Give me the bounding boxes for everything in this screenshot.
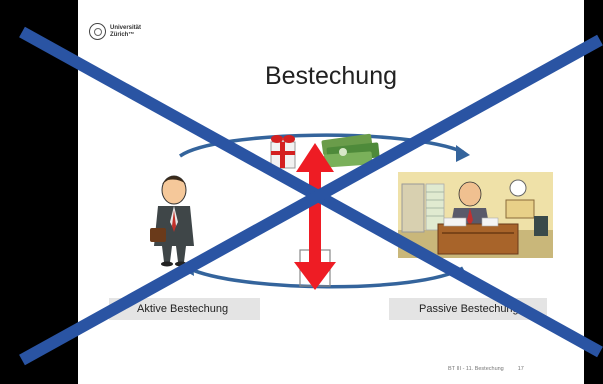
gift-icon	[270, 135, 296, 169]
office-official-icon	[398, 172, 553, 258]
right-frame-border	[584, 0, 603, 384]
businessman-icon	[150, 175, 194, 267]
page-number: 17	[517, 366, 524, 372]
cycle-arc-top	[179, 133, 464, 158]
slide-footer: BT III - 11. Bestechung 17	[448, 366, 524, 372]
left-frame-border	[0, 0, 78, 384]
footer-text: BT III - 11. Bestechung	[448, 366, 504, 372]
label-passive-bribery: Passive Bestechung	[389, 298, 547, 320]
label-active-bribery: Aktive Bestechung	[109, 298, 260, 320]
money-icon	[321, 133, 380, 168]
slide: Universität Zürich™ Bestechung	[78, 0, 584, 384]
cycle-arrowhead-right	[456, 145, 470, 162]
